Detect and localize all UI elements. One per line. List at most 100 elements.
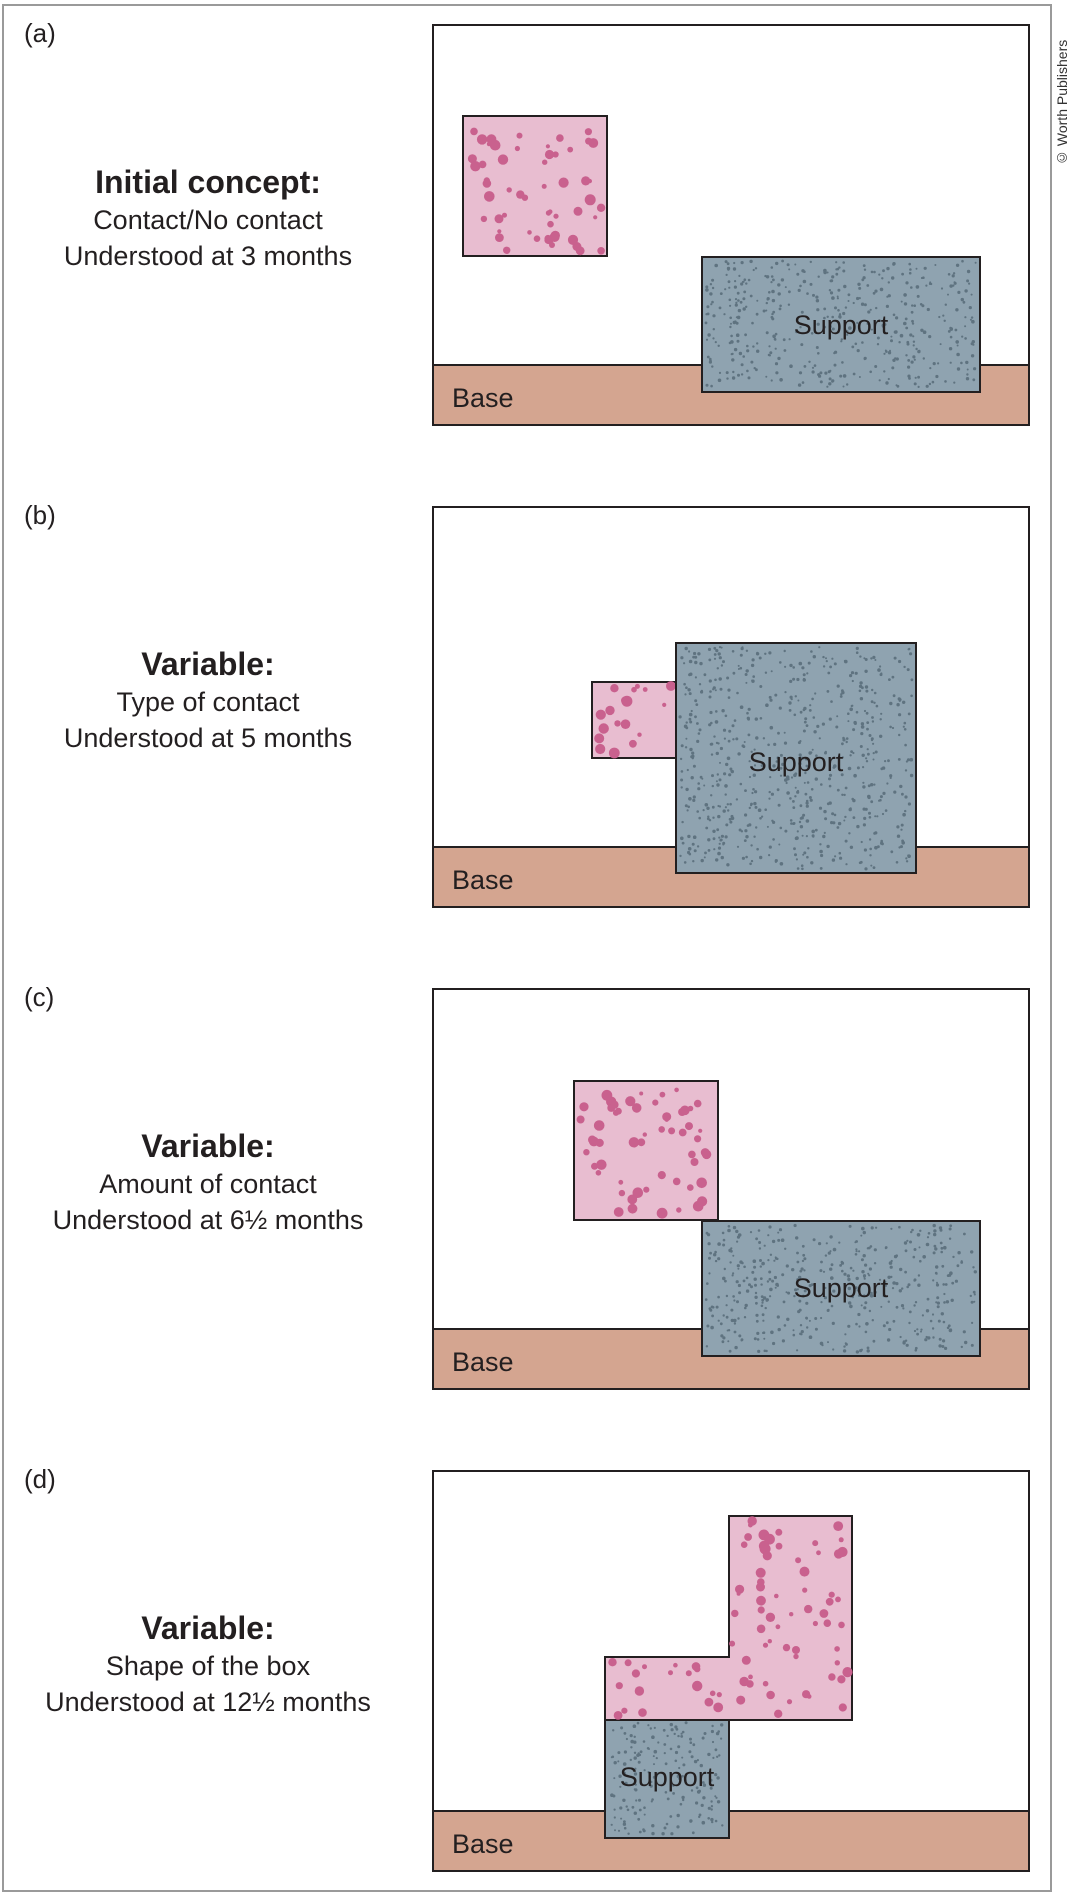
texture-dot [735,1584,745,1594]
texture-dot [762,1551,772,1561]
texture-dot [799,1269,803,1273]
texture-dot [873,701,876,704]
texture-dot [956,1264,960,1268]
texture-dot [832,766,836,769]
texture-dot [745,282,748,285]
texture-dot [847,1277,851,1282]
texture-dot [691,1831,695,1835]
texture-dot [880,1305,883,1308]
texture-dot [668,1670,673,1676]
texture-dot [794,695,797,698]
texture-dot [731,352,734,356]
texture-dot [863,1277,866,1280]
texture-dot [804,1604,813,1614]
texture-dot [631,686,637,693]
texture-dot [920,328,924,332]
texture-dot [710,1729,714,1734]
texture-dot [922,1255,926,1259]
texture-dot [841,793,844,796]
texture-dot [864,658,868,661]
texture-dot [864,1263,868,1267]
texture-dot [907,365,911,369]
texture-dot [623,1750,627,1754]
texture-dot [960,297,964,302]
texture-dot [736,845,740,848]
texture-dot [664,1791,668,1794]
texture-dot [849,1266,853,1270]
texture-dot [888,1327,892,1332]
texture-dot [808,709,812,712]
texture-dot [770,275,774,278]
texture-dot [812,1620,818,1627]
texture-dot [957,290,961,294]
texture-dot [820,1301,823,1304]
texture-dot [756,847,759,851]
texture-dot [879,665,882,668]
texture-dot [595,1170,602,1176]
texture-dot [678,1777,681,1780]
texture-dot [621,696,629,705]
texture-dot [728,1349,732,1353]
texture-dot [737,299,740,302]
texture-dot [717,344,720,347]
texture-dot [727,1228,731,1233]
texture-dot [735,1280,739,1284]
texture-dot [680,744,684,748]
texture-dot [756,1595,766,1606]
texture-dot [973,1293,976,1296]
texture-dot [871,716,874,719]
texture-dot [788,268,791,271]
texture-dot [613,1777,616,1780]
texture-dot [913,1248,917,1251]
texture-dot [874,815,877,818]
texture-dot [905,857,908,860]
caption-line: Understood at 3 months [63,241,353,271]
texture-dot [913,358,916,361]
texture-dot [865,689,869,693]
texture-dot [784,691,787,694]
texture-dot [859,655,862,658]
texture-dot [549,242,555,248]
texture-dot [779,378,783,382]
texture-dot [761,1298,765,1302]
texture-dot [720,1334,724,1338]
texture-dot [712,816,715,819]
texture-dot [829,1235,833,1239]
texture-dot [729,767,733,771]
texture-dot [597,247,605,255]
texture-dot [796,272,800,276]
texture-dot [734,298,738,301]
texture-dot [898,1225,901,1229]
texture-dot [895,1282,899,1286]
texture-dot [631,1805,635,1809]
texture-dot [775,261,779,266]
texture-dot [784,829,788,833]
texture-dot [778,706,782,710]
texture-dot [795,330,799,334]
texture-dot [710,742,714,746]
texture-dot [830,1276,834,1280]
texture-dot [502,212,507,218]
texture-dot [772,764,776,768]
texture-dot [814,828,818,832]
texture-dot [737,1317,740,1320]
texture-dot [610,1100,619,1109]
texture-dot [803,1257,807,1261]
texture-dot [793,713,797,717]
texture-dot [634,1686,645,1696]
texture-dot [793,1653,799,1660]
scene-c: Base Support [432,988,1030,1390]
texture-dot [584,194,596,206]
texture-dot [734,280,737,283]
texture-dot [748,1522,753,1528]
texture-dot [714,1748,718,1752]
texture-dot [895,1305,899,1309]
texture-dot [684,693,687,696]
support-label: Support [749,747,844,777]
texture-dot [679,1802,683,1806]
texture-dot [725,371,729,375]
texture-dot [908,262,911,266]
texture-dot [948,1237,952,1240]
texture-dots [576,1087,712,1219]
texture-dot [818,646,821,649]
